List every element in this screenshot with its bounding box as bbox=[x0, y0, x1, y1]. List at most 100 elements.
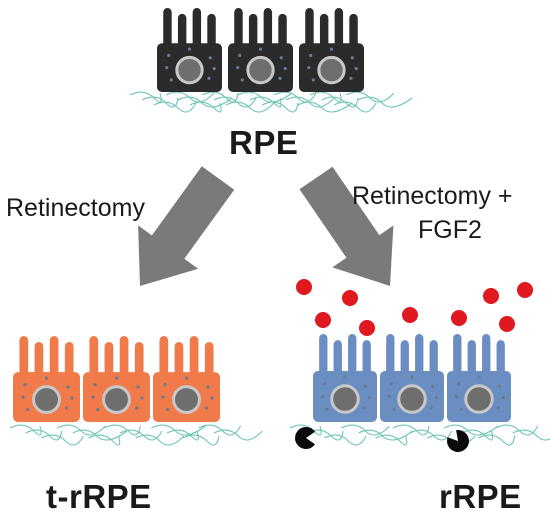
rpe-cell bbox=[447, 334, 511, 422]
microvillus bbox=[163, 8, 172, 50]
nucleus bbox=[32, 385, 61, 415]
fiber bbox=[198, 424, 242, 436]
pigment-granule bbox=[392, 407, 396, 411]
pigment-granule bbox=[388, 394, 392, 399]
pigment-granule bbox=[236, 66, 240, 70]
rpe-tissue bbox=[129, 8, 413, 113]
pigment-granule bbox=[66, 385, 70, 389]
pigment-granule bbox=[329, 47, 334, 51]
t-rrpe-label: t-rRPE bbox=[46, 478, 152, 515]
pigment-granule bbox=[93, 382, 97, 387]
fiber bbox=[72, 429, 128, 441]
fiber bbox=[189, 101, 222, 113]
fiber bbox=[512, 429, 550, 441]
macrophage-icon bbox=[447, 430, 470, 452]
microvillus bbox=[204, 342, 214, 379]
fiber bbox=[166, 429, 199, 441]
fiber bbox=[285, 96, 335, 108]
pigment-granule bbox=[135, 406, 139, 410]
arrows bbox=[138, 166, 394, 286]
microvillus bbox=[429, 340, 438, 377]
pigment-granule bbox=[307, 66, 311, 70]
fiber bbox=[297, 101, 353, 113]
pigment-granule bbox=[434, 395, 438, 400]
pigment-granule bbox=[343, 375, 347, 379]
fiber bbox=[104, 424, 141, 436]
pigment-granule bbox=[430, 384, 435, 388]
fiber bbox=[478, 434, 516, 446]
pigment-granule bbox=[477, 375, 481, 379]
fiber bbox=[324, 434, 367, 446]
pigment-granule bbox=[354, 67, 358, 71]
pigment-granule bbox=[325, 407, 329, 411]
pigment-granule bbox=[96, 407, 100, 412]
pigment-granule bbox=[212, 67, 216, 71]
fiber bbox=[213, 96, 257, 108]
pigment-granule bbox=[410, 375, 414, 379]
pigment-granule bbox=[459, 407, 463, 411]
fgf2-dots bbox=[296, 279, 533, 336]
fiber bbox=[273, 91, 317, 103]
extracellular-fibers bbox=[129, 91, 413, 113]
pigment-granule bbox=[240, 78, 244, 82]
pigment-granule bbox=[70, 396, 74, 400]
rpe-cell bbox=[13, 336, 80, 422]
rpe-cell bbox=[83, 336, 150, 422]
microvillus bbox=[263, 8, 273, 50]
fiber bbox=[333, 101, 377, 113]
pigment-granule bbox=[258, 47, 263, 51]
fgf2-dot bbox=[499, 316, 515, 332]
pigment-granule bbox=[367, 395, 371, 400]
extracellular-fibers bbox=[289, 424, 550, 446]
fiber bbox=[153, 101, 197, 113]
pigment-granule bbox=[238, 53, 242, 58]
fiber bbox=[261, 101, 299, 113]
fiber bbox=[41, 434, 84, 446]
microvillus bbox=[334, 8, 344, 50]
fiber bbox=[375, 434, 408, 446]
pigment-granule bbox=[140, 396, 144, 400]
fiber bbox=[56, 424, 106, 436]
pigment-granule bbox=[26, 407, 30, 412]
pigment-granule bbox=[208, 56, 212, 60]
microvillus bbox=[496, 340, 505, 377]
rrpe-tissue bbox=[289, 334, 550, 452]
fgf2-dot bbox=[296, 279, 312, 295]
microvillus bbox=[49, 336, 59, 379]
microvillus bbox=[234, 8, 243, 50]
microvillus bbox=[362, 340, 371, 377]
fgf2-dot bbox=[517, 282, 533, 298]
rpe-cell bbox=[299, 8, 364, 92]
nucleus bbox=[246, 55, 275, 85]
fiber bbox=[225, 101, 275, 113]
nucleus bbox=[175, 55, 204, 85]
pigment-granule bbox=[455, 394, 459, 399]
fgf2-dot bbox=[342, 290, 358, 306]
retinectomy-label: Retinectomy bbox=[6, 194, 145, 222]
microvillus bbox=[207, 13, 216, 50]
microvillus bbox=[174, 342, 184, 379]
fgf2-dot bbox=[359, 320, 375, 336]
microvillus bbox=[104, 342, 114, 379]
rpe-label: RPE bbox=[229, 124, 299, 161]
fiber bbox=[119, 429, 163, 441]
pigment-granule bbox=[91, 395, 95, 399]
microvillus bbox=[415, 334, 424, 377]
fiber bbox=[214, 429, 263, 441]
fiber bbox=[25, 429, 63, 441]
fgf2-dot bbox=[315, 312, 331, 328]
microvillus bbox=[333, 340, 342, 377]
microvillus bbox=[19, 336, 29, 379]
rpe-cell bbox=[228, 8, 293, 92]
fiber bbox=[135, 434, 185, 446]
microvillus bbox=[34, 342, 44, 379]
pigment-granule bbox=[165, 66, 169, 70]
pigment-granule bbox=[278, 76, 282, 80]
pigment-granule bbox=[184, 376, 189, 380]
microvillus bbox=[192, 8, 202, 50]
pigment-granule bbox=[163, 382, 167, 387]
fiber bbox=[141, 96, 179, 108]
pigment-granule bbox=[207, 76, 211, 80]
rpe-cell bbox=[157, 8, 222, 92]
extracellular-fibers bbox=[9, 424, 263, 446]
